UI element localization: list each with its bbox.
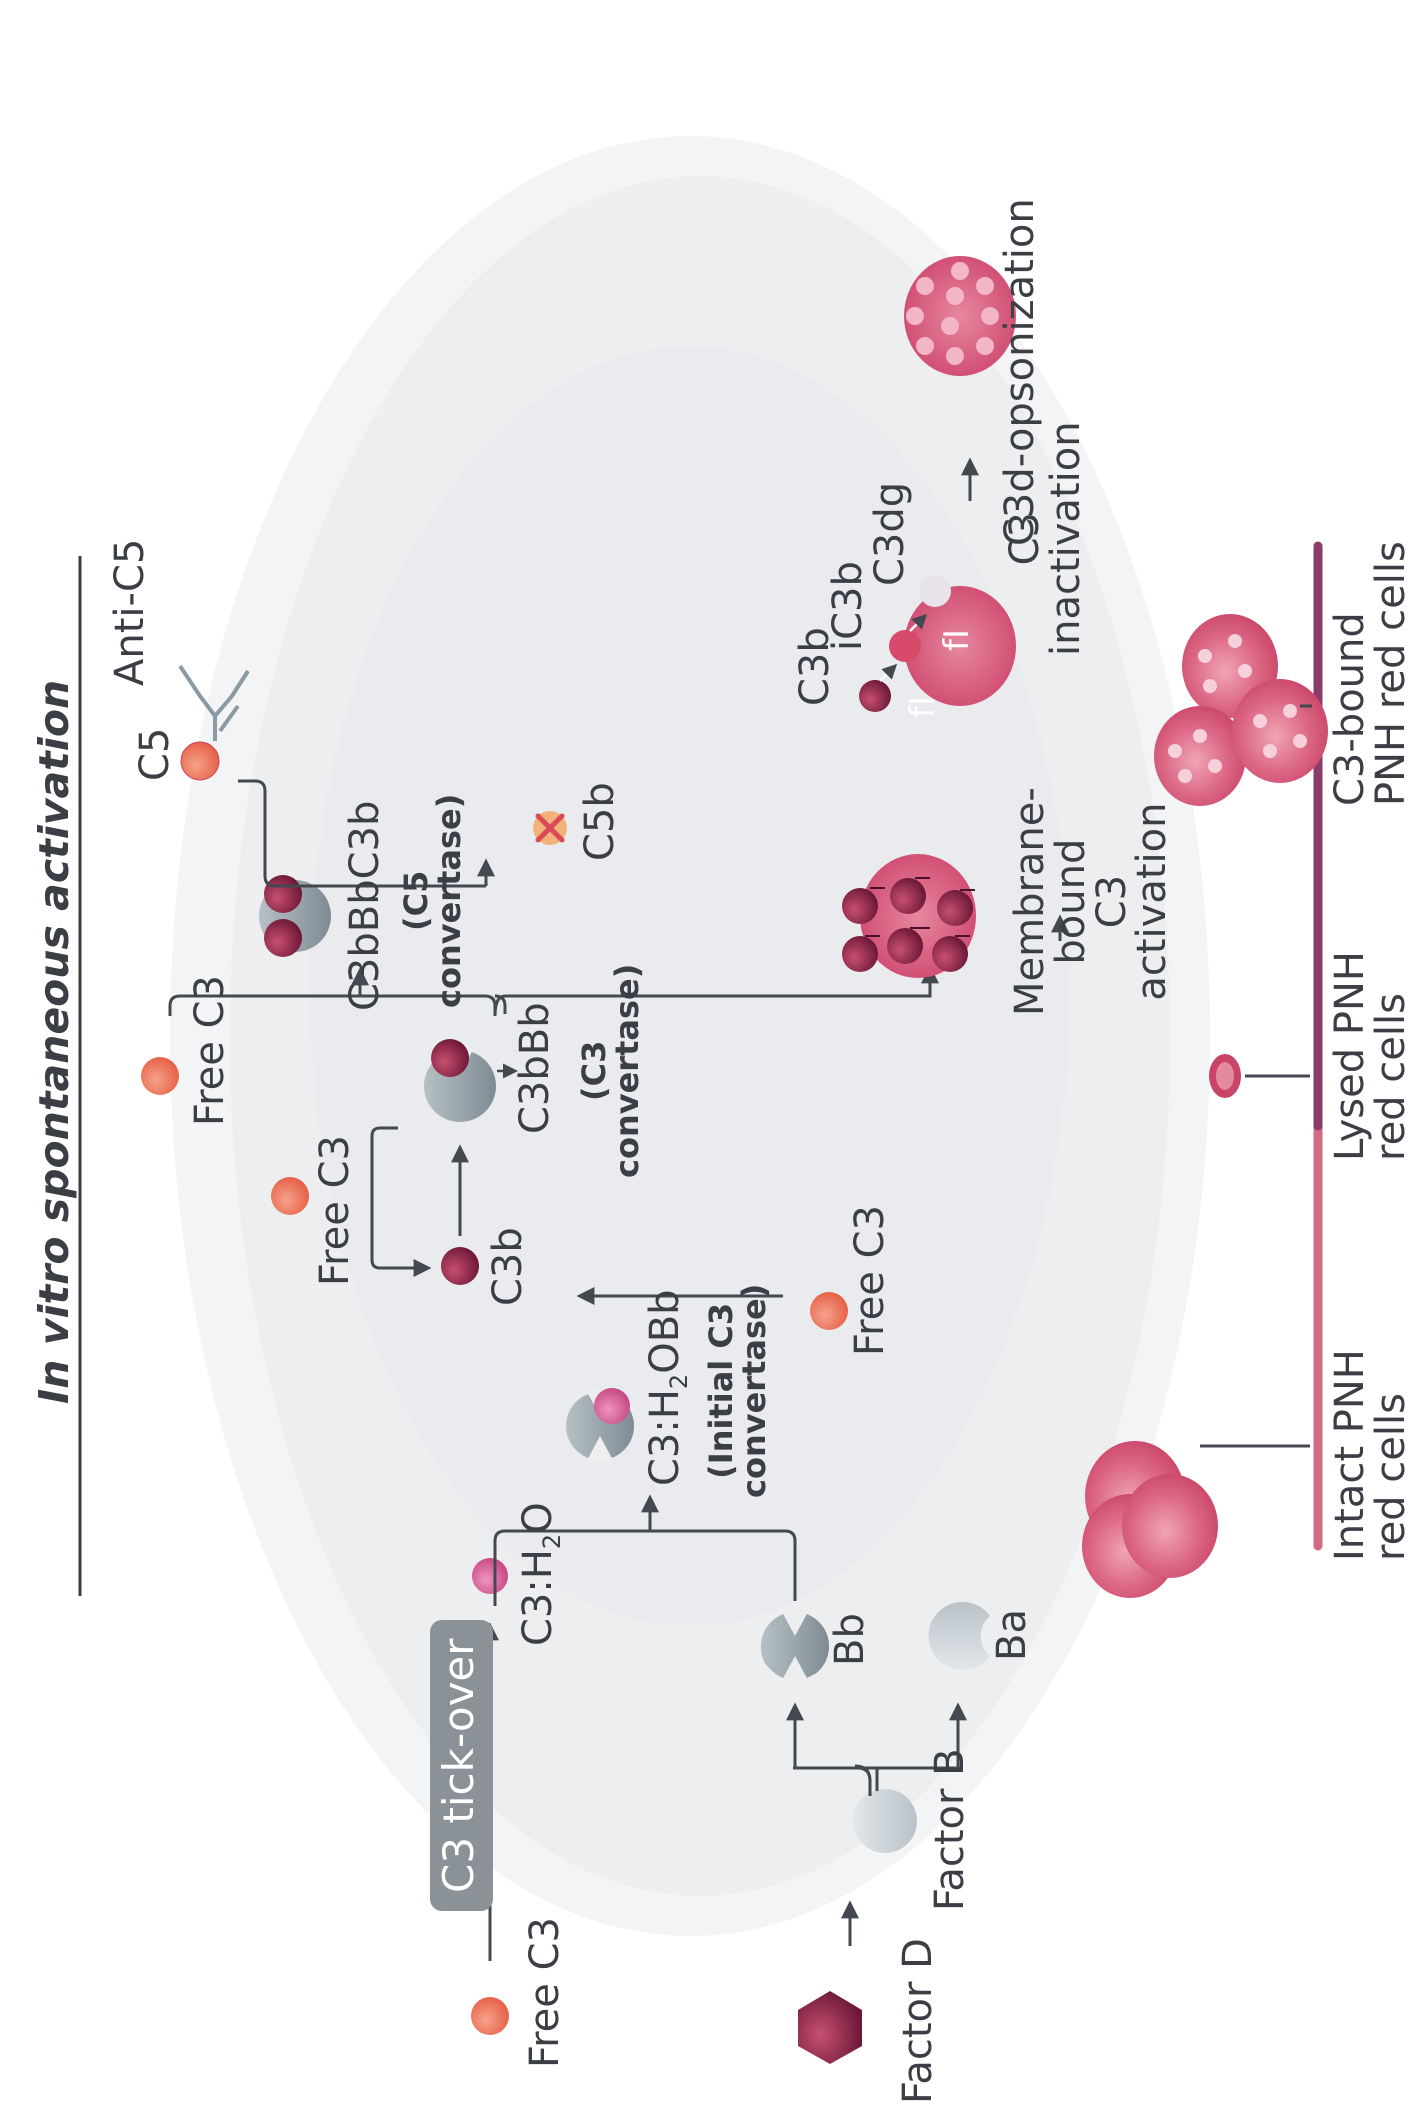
c3bbb-label: C3bBb <box>512 1002 558 1134</box>
c5-molecule <box>180 741 220 781</box>
anti-c5-antibody <box>178 664 250 741</box>
c3d-opsonization-label: C3d-opsonization <box>997 198 1043 546</box>
bb-label: Bb <box>827 1613 873 1666</box>
opsonized-cell <box>904 256 1016 376</box>
c5-convertase-molecule <box>259 875 331 957</box>
c3-convertase-molecule <box>424 1039 496 1122</box>
c3h2o-molecule <box>472 1558 508 1594</box>
initial-c3-convertase-molecule <box>566 1388 634 1462</box>
c3b-molecule <box>441 1247 479 1285</box>
bb-molecule <box>760 1610 829 1682</box>
c3dg-label: C3dg <box>867 481 913 586</box>
c5-label: C5 <box>132 727 178 781</box>
factor-b-label: Factor B <box>927 1748 973 1911</box>
title-rest: spontaneous activation <box>30 679 78 1237</box>
intact-red-cells <box>1082 1441 1218 1598</box>
blocked-x-icon <box>535 813 565 843</box>
factor-d-label: Factor D <box>895 1938 941 2104</box>
free-c3-label-4: Free C3 <box>187 975 233 1126</box>
c3-bound-red-cells <box>1154 614 1328 806</box>
factor-b-molecule <box>840 1789 917 1886</box>
factor-d-hexagon <box>798 1991 862 2064</box>
ba-label: Ba <box>989 1609 1035 1661</box>
membrane-bound-cell <box>842 854 976 978</box>
free-c3-molecule-2 <box>810 1292 848 1330</box>
lysed-red-cell <box>1209 1054 1241 1098</box>
c3b-label: C3b <box>485 1227 531 1306</box>
fi-label-1: fI <box>903 696 943 718</box>
diagram-title: In vitro spontaneous activation <box>30 680 78 1404</box>
join-bracket-initial <box>493 1501 797 1606</box>
free-c3-label-2: Free C3 <box>847 1205 893 1356</box>
fi-label-2: fI <box>937 629 977 651</box>
anti-c5-label: Anti-C5 <box>107 538 153 686</box>
c5b-label: C5b <box>577 782 623 861</box>
background-ellipse-inner <box>310 346 1070 1626</box>
ba-molecule <box>928 1602 990 1670</box>
free-c3-molecule-3 <box>271 1177 309 1215</box>
free-c3-molecule-1 <box>471 1997 509 2035</box>
free-c3-label-1: Free C3 <box>522 1917 568 2068</box>
ic3b-label: iC3b <box>825 561 871 651</box>
tick-over-badge: C3 tick-over <box>430 1620 493 1911</box>
c3h2o-label: C3:H2O <box>515 1502 566 1646</box>
title-italic: In vitro <box>30 1236 78 1404</box>
loop-arrows <box>370 1126 398 1270</box>
bracket-to-membrane <box>493 971 932 1017</box>
free-c3-molecule-4 <box>141 1057 179 1095</box>
free-c3-label-3: Free C3 <box>312 1135 358 1286</box>
inactivation-cell <box>859 575 1016 712</box>
initial-convertase-label: C3:H2OBb <box>642 1289 693 1486</box>
c5-convertase-label: C3bBbC3b <box>342 800 388 1011</box>
